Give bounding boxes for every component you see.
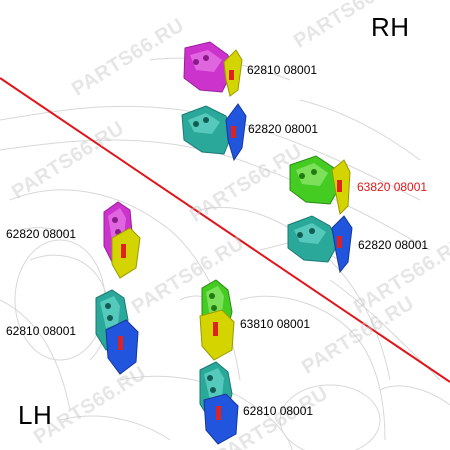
left-hand-label: LH [18, 400, 53, 430]
part-number-link[interactable]: 62820 08001 [6, 227, 77, 241]
part-number-link[interactable]: 63810 08001 [240, 317, 311, 331]
part-number-link[interactable]: 62820 08001 [248, 122, 319, 136]
hinge-part-62820-rh-lower[interactable] [287, 215, 353, 274]
hinge-part-63820-rh[interactable] [289, 155, 351, 216]
highlight-line [0, 77, 450, 383]
part-number-link[interactable]: 62810 08001 [243, 404, 314, 418]
hinge-part-62810-lh-lower[interactable] [199, 361, 239, 445]
right-hand-label: RH [371, 12, 410, 42]
hinge-part-63810-lh[interactable] [199, 279, 235, 361]
part-number-link[interactable]: 62810 08001 [247, 63, 318, 77]
part-number-link[interactable]: 62820 08001 [358, 238, 429, 252]
hinge-part-62820-rh-upper[interactable] [181, 103, 247, 162]
part-number-link-highlighted[interactable]: 63820 08001 [357, 180, 428, 194]
hinge-part-62810-lh[interactable] [95, 289, 139, 375]
hinge-part-62820-lh[interactable] [103, 201, 141, 279]
part-number-link[interactable]: 62810 08001 [6, 324, 77, 338]
hinge-part-62810-rh[interactable] [183, 41, 243, 97]
